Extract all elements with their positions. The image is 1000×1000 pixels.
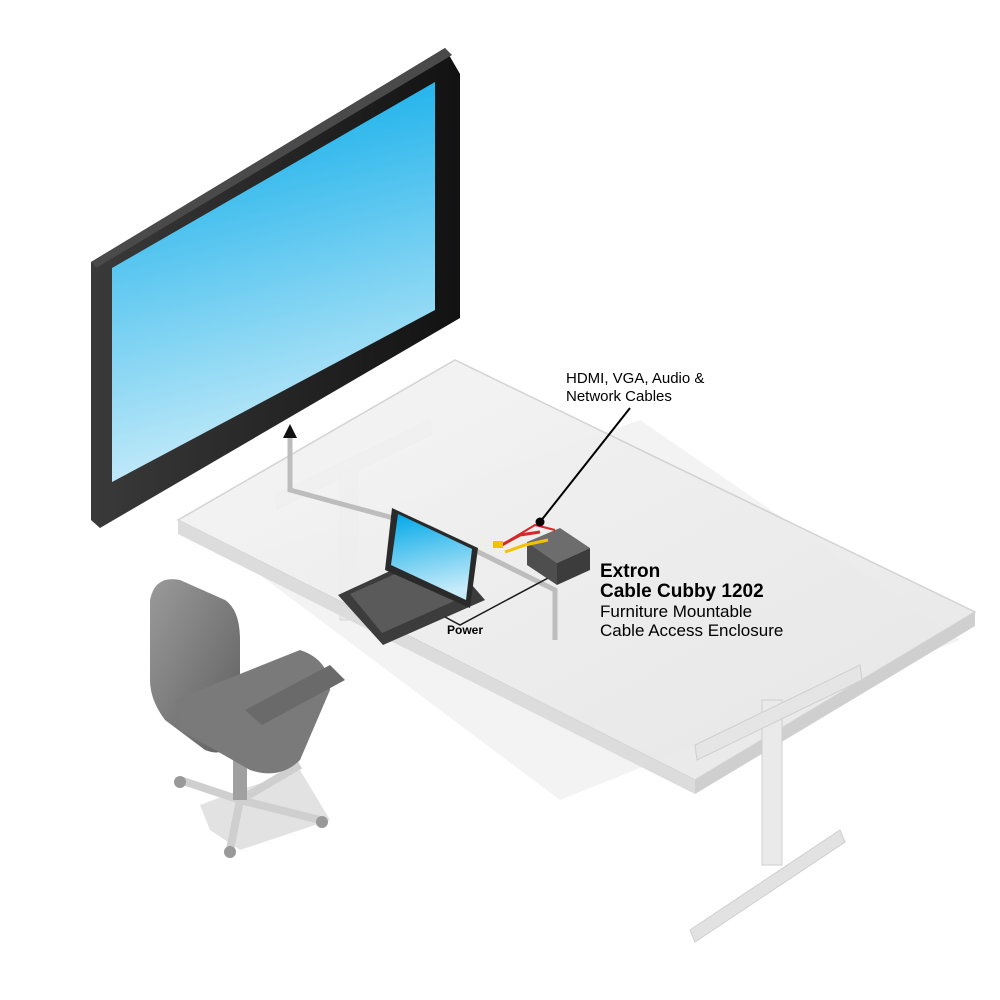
product-desc-line1: Furniture Mountable <box>600 602 753 621</box>
product-brand: Extron <box>600 561 661 582</box>
product-label: Extron Cable Cubby 1202 Furniture Mounta… <box>600 561 784 641</box>
cables-callout-pointer <box>535 407 631 527</box>
cables-callout-line1: HDMI, VGA, Audio & <box>566 370 705 387</box>
cable-cubby <box>493 523 590 585</box>
office-chair <box>150 579 345 858</box>
display-screen <box>112 82 435 482</box>
power-label: Power <box>447 623 484 637</box>
table-leg-front <box>689 664 863 943</box>
cables-callout-line2: Network Cables <box>566 388 672 405</box>
flat-panel-display <box>91 48 460 528</box>
product-model: Cable Cubby 1202 <box>600 581 764 602</box>
laptop-screen <box>391 514 472 600</box>
cables-callout-label: HDMI, VGA, Audio & Network Cables <box>566 370 704 406</box>
laptop <box>338 508 485 645</box>
product-desc-line2: Cable Access Enclosure <box>600 621 784 640</box>
